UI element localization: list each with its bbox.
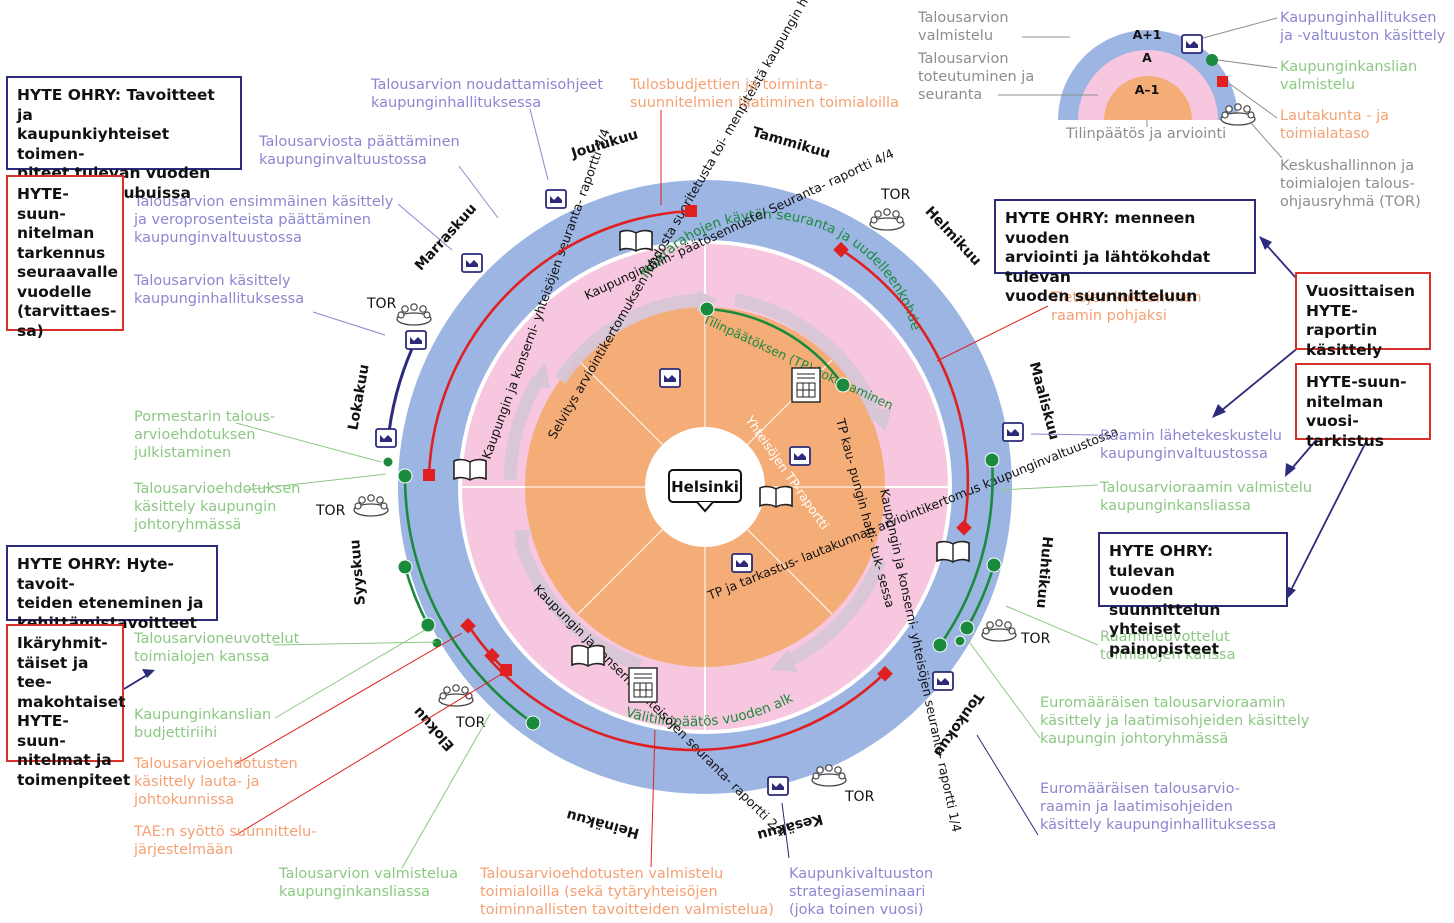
annotation-lautajohto: Talousarvioehdotusten käsittely lauta- j… — [134, 756, 298, 808]
annotation-ehdotusten-valmistelu: Talousarvioehdotusten valmistelu toimial… — [480, 866, 774, 918]
box-line: tarkennus — [17, 243, 106, 262]
legend-keskus: Keskushallinnon ja toimialojen talous- o… — [1280, 158, 1421, 210]
month-syyskuu: Syyskuu — [347, 539, 369, 606]
box-line: nitelman vuosi- — [1306, 392, 1384, 431]
annotation-budjettiriihi: Kaupunginkanslian budjettiriihi — [134, 707, 272, 741]
box-line: HYTE-raportin — [1306, 301, 1378, 340]
cycle-arrows — [503, 293, 887, 672]
center-title: Helsinki — [671, 478, 739, 496]
legend-khall: Kaupunginhallituksen ja -valtuuston käsi… — [1280, 10, 1446, 44]
box-line: vuoden suunnittelun — [1109, 581, 1221, 619]
hyte-box-vuosittaisen: Vuosittaisen HYTE-raportin käsittely — [1295, 272, 1431, 359]
box-line: vuoden suunnitteluun — [1005, 287, 1198, 305]
box-line: HYTE OHRY: Tavoitteet ja — [17, 86, 215, 124]
box-line: HYTE-suun- — [1306, 373, 1407, 391]
tor-label: TOR — [844, 789, 875, 805]
box-line: HYTE OHRY: Hyte-tavoit- — [17, 555, 174, 593]
box-line: nitelmat ja — [17, 751, 112, 769]
annotation-pormestarin: Pormestarin talous- arvioehdotuksen julk… — [134, 409, 276, 461]
box-line: yhteiset painopisteet — [1109, 620, 1220, 658]
legend-diagram: A+1 A A–1 — [998, 17, 1283, 159]
hyte-box-vuositarkistus: HYTE-suun- nitelman vuosi- tarkistus — [1295, 363, 1431, 450]
annotation-ensimmainen: Talousarvion ensimmäinen käsittely ja ve… — [134, 194, 394, 246]
cycle-arrowheads — [514, 290, 892, 672]
annotation-tietojen: Tietojen kokoaminen raamin pohjaksi — [1051, 290, 1202, 324]
annotation-neuvottelut: Talousarvioneuvottelut toimialojen kanss… — [134, 631, 300, 665]
box-line: HYTE- suun- — [17, 185, 69, 223]
hyte-box-eteneminen: HYTE OHRY: Hyte-tavoit- teiden etenemine… — [6, 545, 218, 632]
box-line: seuraavalle — [17, 263, 119, 281]
hyte-box-menneen: HYTE OHRY: menneen vuoden arviointi ja l… — [994, 199, 1256, 305]
month-helmikuu: Helmikuu — [922, 204, 985, 270]
month-elokuu: Elokuu — [410, 704, 458, 754]
box-line: makohtaiset — [17, 692, 126, 711]
box-line: täiset ja tee- — [17, 653, 89, 692]
green-markers — [382, 301, 1002, 731]
hyte-box-tarkennus: HYTE- suun- nitelman tarkennus seuraaval… — [6, 175, 124, 340]
month-lokakuu: Lokakuu — [345, 363, 372, 431]
tor-label: TOR — [880, 187, 911, 203]
hyte-box-painopisteet: HYTE OHRY: tulevan vuoden suunnittelun y… — [1098, 532, 1288, 658]
month-tammikuu: Tammikuu — [750, 124, 832, 162]
month-huhtikuu: Huhtikuu — [1033, 536, 1055, 610]
month-maaliskuu: Maaliskuu — [1026, 360, 1062, 441]
box-line: HYTE OHRY: tulevan — [1109, 542, 1214, 580]
box-arrowheads — [142, 236, 1296, 678]
pink-dividers — [462, 244, 948, 730]
annotation-tulosbudjettien: Tulosbudjettien ja toiminta- suunnitelmi… — [630, 77, 899, 111]
legend-lautakunta: Lautakunta - ja toimialataso — [1280, 108, 1389, 142]
legend-toteutuminen: Talousarvion toteutuminen ja seuranta — [918, 51, 1035, 103]
annotation-paattaminen: Talousarviosta päättäminen kaupunginvalt… — [259, 134, 460, 168]
annotation-euro-khall: Euromääräisen talousarvio- raamin ja laa… — [1040, 781, 1277, 833]
helsinki-logo-tab — [696, 501, 714, 513]
annotation-valmistelua-kanslia: Talousarvion valmistelua kaupunginkansli… — [279, 866, 459, 900]
legend-kanslia: Kaupunginkanslian valmistelu — [1280, 59, 1418, 93]
box-line: HYTE-suun- — [17, 712, 69, 750]
box-line: sa) — [17, 321, 44, 340]
legend-a-minus: A–1 — [1135, 82, 1160, 97]
box-line: nitelman — [17, 224, 95, 242]
box-line: tarkistus — [1306, 431, 1385, 450]
annotation-strategiaseminaari: Kaupunkivaltuuston strategiaseminaari (j… — [789, 866, 934, 918]
leader-lines — [235, 108, 1099, 869]
legend-orange — [1104, 76, 1192, 120]
annotation-lahetekeskustelu: Raamin lähetekeskustelu kaupunginvaltuus… — [1100, 428, 1282, 462]
annotation-johtoryhma: Talousarvioehdotuksen käsittely kaupungi… — [134, 481, 301, 533]
annotation-tae: TAE:n syöttö suunnittelu- järjestelmään — [134, 824, 317, 858]
annotation-noudattamisohjeet: Talousarvion noudattamisohjeet kaupungin… — [371, 77, 604, 111]
annotation-kasittely-khall: Talousarvion käsittely kaupunginhallituk… — [134, 273, 305, 307]
tor-label: TOR — [1020, 631, 1051, 647]
box-line: vuodelle — [17, 282, 92, 301]
tor-label: TOR — [455, 715, 486, 731]
tor-label: TOR — [366, 296, 397, 312]
box-line: toimenpiteet — [17, 770, 131, 789]
legend-valmistelu: Talousarvion valmistelu — [918, 10, 1009, 44]
box-line: kaupunkiyhteiset toimen- — [17, 125, 170, 163]
annotation-euro-johto: Euromääräisen talousarvioraamin käsittel… — [1040, 695, 1310, 747]
box-line: Vuosittaisen — [1306, 282, 1416, 300]
box-line: (tarvittaes- — [17, 302, 117, 320]
annotation-raamineuvottelut: Raamineuvottelut toimialojen kanssa — [1100, 629, 1236, 663]
box-line: arviointi ja lähtökohdat tulevan — [1005, 248, 1211, 286]
legend-a: A — [1142, 50, 1152, 65]
legend-a-plus: A+1 — [1133, 27, 1162, 42]
month-heinakuu: Heinäkuu — [565, 806, 641, 841]
box-line: HYTE OHRY: menneen vuoden — [1005, 209, 1196, 247]
box-line: teiden eteneminen ja — [17, 594, 204, 612]
hyte-box-ikaryhmit: Ikäryhmit- täiset ja tee- makohtaiset HY… — [6, 624, 130, 789]
annotation-raamin-valmistelu: Talousarvioraamin valmistelu kaupunginka… — [1100, 480, 1313, 514]
tor-label: TOR — [315, 503, 346, 519]
box-line: käsittely — [1306, 340, 1383, 359]
legend-tilinpaatos: Tilinpäätös ja arviointi — [1066, 126, 1227, 142]
tor-labels: TOR TOR TOR TOR TOR TOR — [315, 187, 1051, 805]
box-line: Ikäryhmit- — [17, 634, 108, 652]
hyte-box-tavoitteet: HYTE OHRY: Tavoitteet ja kaupunkiyhteise… — [6, 76, 242, 202]
